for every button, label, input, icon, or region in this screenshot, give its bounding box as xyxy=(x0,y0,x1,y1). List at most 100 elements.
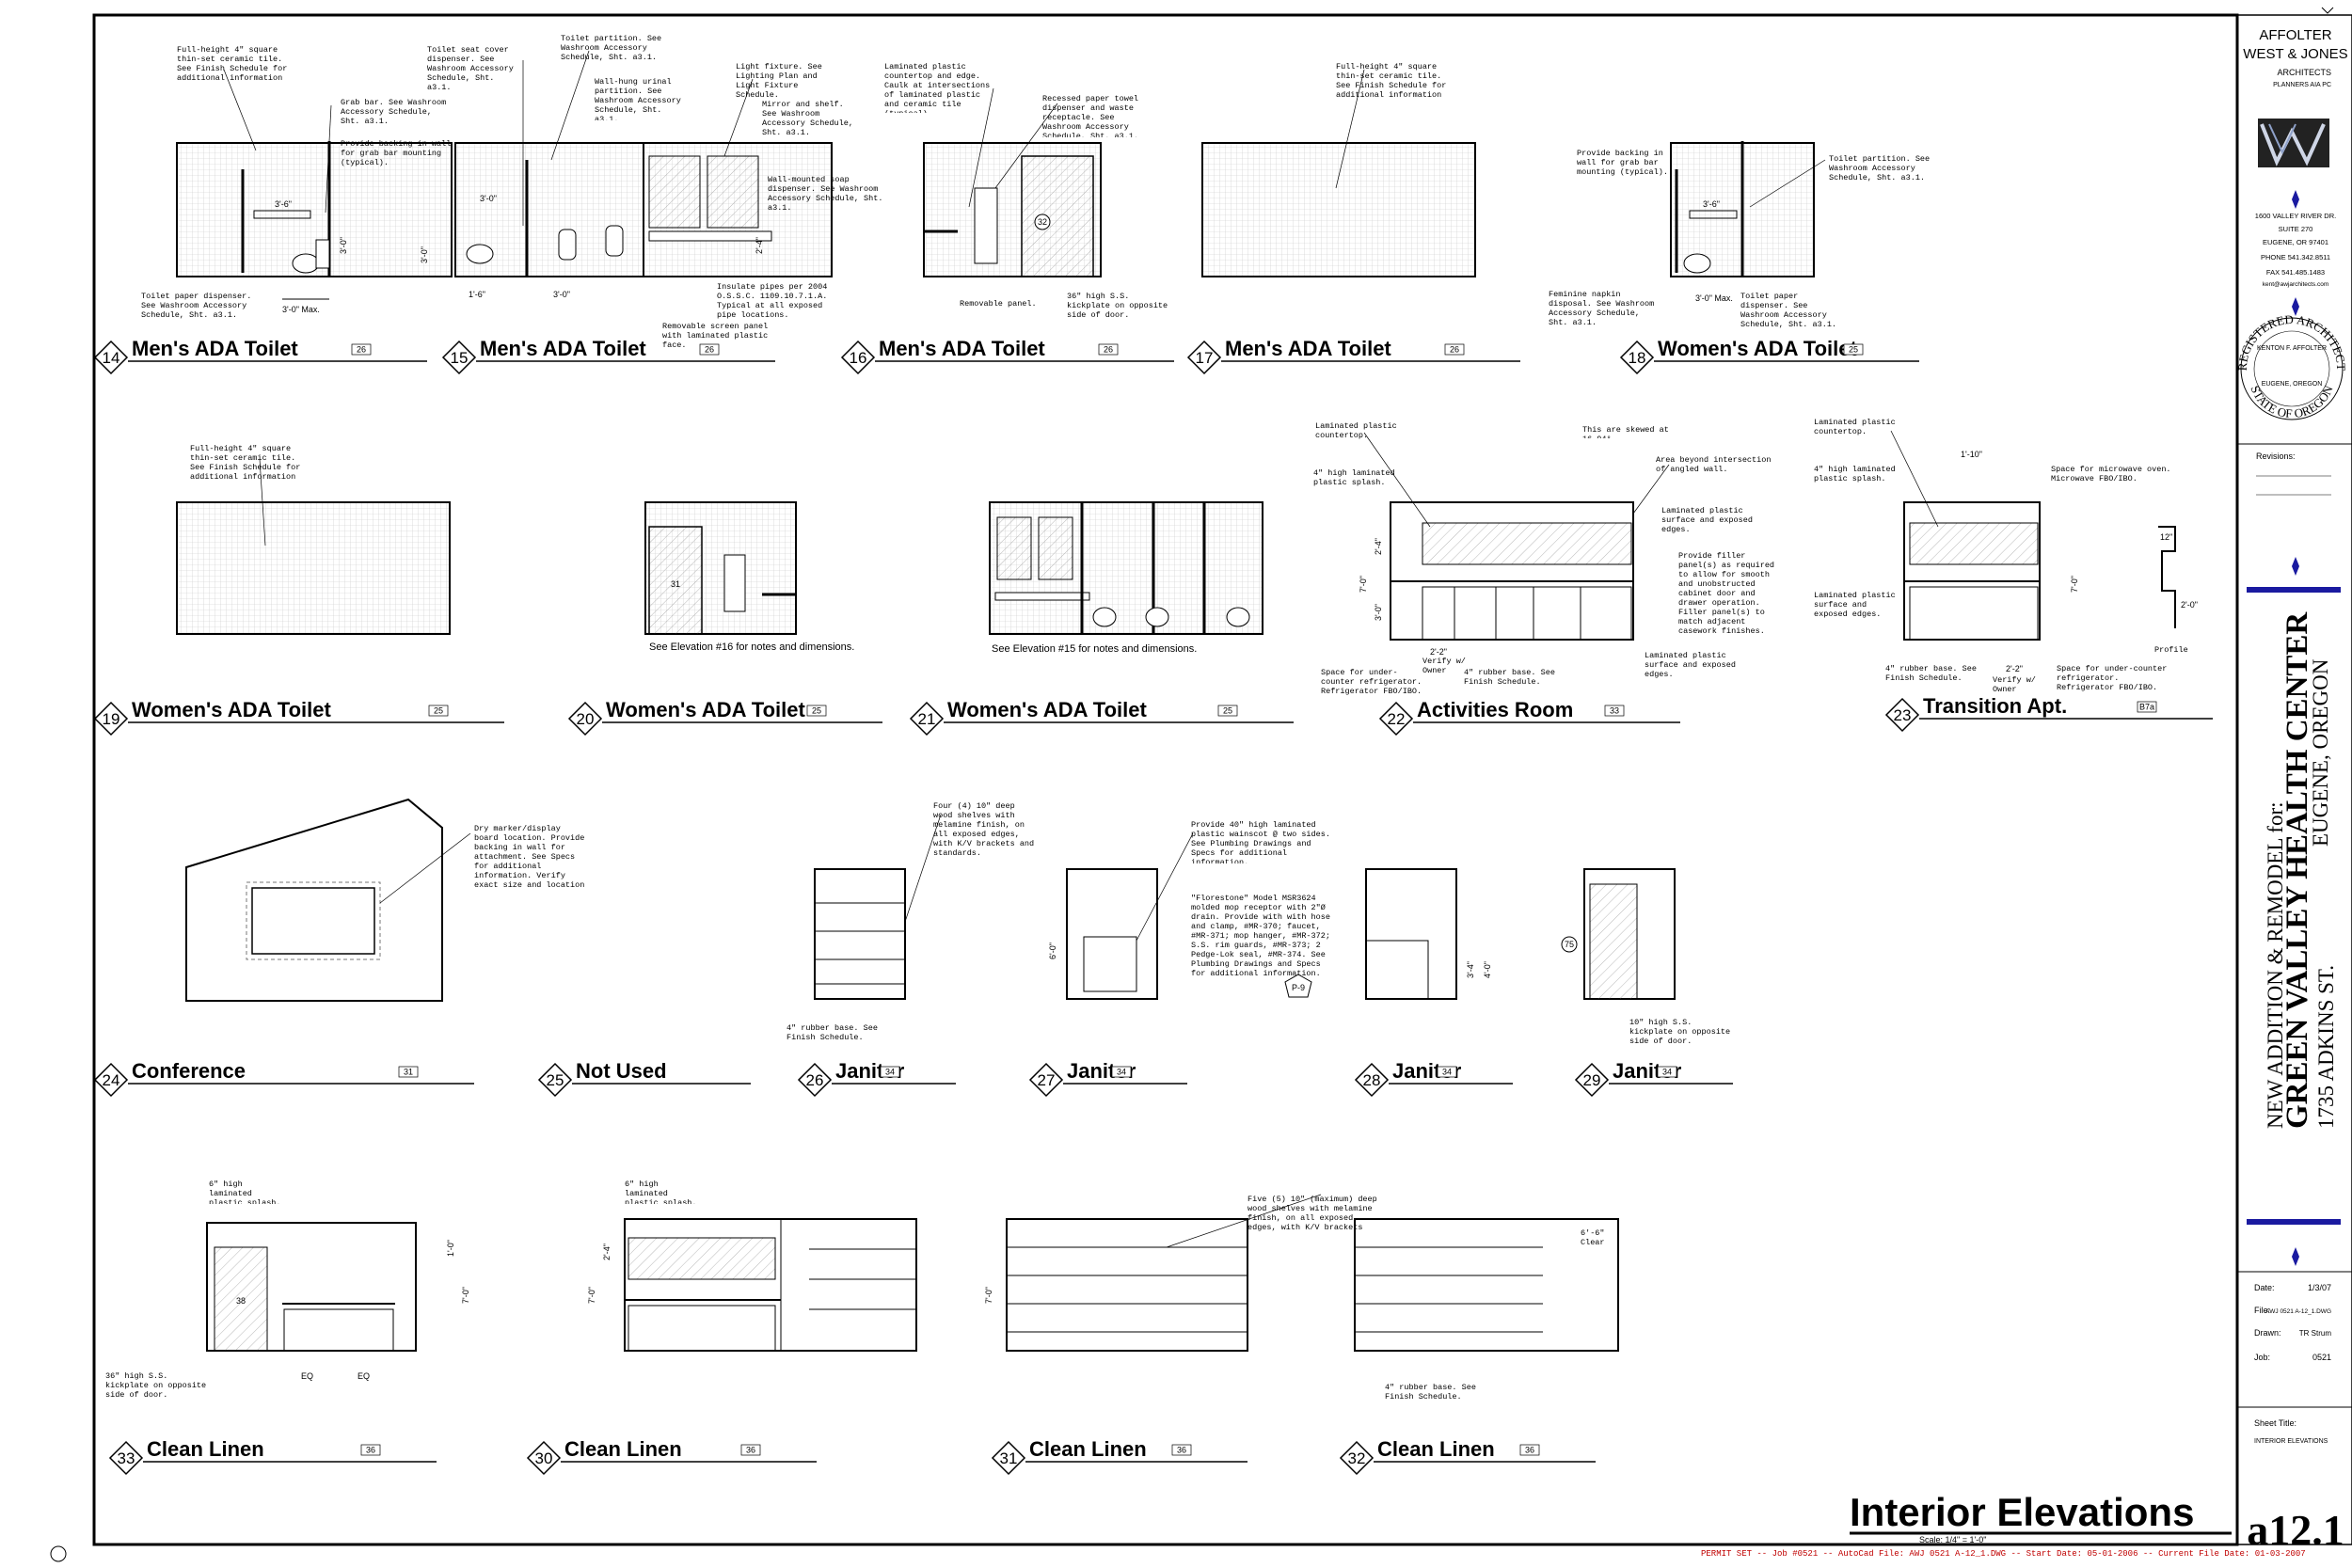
dim-e14-c: 3'-0" Max. xyxy=(282,305,320,314)
door-tag-e20: 31 xyxy=(671,579,680,589)
note-e22-skewed: This are skewed at 16.94°. xyxy=(1582,425,1669,438)
dim-e15-a: 3'-0" xyxy=(480,194,497,203)
note-e15-soap: Wall-mounted soap dispenser. See Washroo… xyxy=(768,175,883,213)
reference-box xyxy=(1098,343,1119,356)
note-e23-profile: Profile xyxy=(2154,645,2188,655)
elevation-number: 30 xyxy=(535,1449,553,1467)
dim-e23-e: 2'-2" xyxy=(2006,664,2023,673)
door-tag-e33: 38 xyxy=(236,1296,246,1306)
dim-e14-a: 3'-6" xyxy=(275,199,292,209)
dim-e23-d: 12" xyxy=(2160,532,2172,542)
dim-e27-a: 6'-0" xyxy=(1048,942,1057,959)
reference-number: 34 xyxy=(1442,1068,1452,1077)
note-e18-partition: Toilet partition. See Washroom Accessory… xyxy=(1829,154,1931,182)
elevation-marker-icon xyxy=(93,340,129,375)
elevation-title: Conference xyxy=(132,1059,246,1083)
elevation-title: Clean Linen xyxy=(1029,1437,1147,1461)
elevation-marker-icon xyxy=(441,340,477,375)
elevation-marker-icon xyxy=(1339,1440,1375,1476)
note-e24-board: Dry marker/display board location. Provi… xyxy=(474,824,585,888)
note-e15-screen: Removable screen panel with laminated pl… xyxy=(662,322,769,350)
note-e15-seat: Toilet seat cover dispenser. See Washroo… xyxy=(427,45,514,92)
elevation-marker-icon xyxy=(1619,340,1655,375)
firm-logo xyxy=(2258,119,2329,167)
elevation-number: 31 xyxy=(1000,1449,1018,1467)
elevation-number: 23 xyxy=(1894,706,1912,724)
chevron-icon xyxy=(2321,7,2334,14)
elevation-marker-icon xyxy=(1884,697,1920,733)
reference-box xyxy=(1657,1066,1677,1078)
address-2: SUITE 270 xyxy=(2279,225,2313,233)
date-value: 1/3/07 xyxy=(2308,1283,2331,1292)
reference-box xyxy=(398,1066,419,1078)
elevation-number: 24 xyxy=(103,1071,120,1089)
elevation-marker-icon xyxy=(1028,1062,1064,1098)
elevation-marker-icon xyxy=(1378,701,1414,736)
dim-e22-b: 2'-4" xyxy=(1374,538,1383,555)
door-tag-e29: 75 xyxy=(1565,940,1574,949)
elevation-marker-icon xyxy=(108,1440,144,1476)
note-e18-paper: Toilet paper dispenser. See Washroom Acc… xyxy=(1740,292,1837,329)
reference-box xyxy=(806,705,827,717)
note-e15-urinal: Wall-hung urinal partition. See Washroom… xyxy=(595,77,681,120)
reference-number: 26 xyxy=(357,345,366,355)
note-e16-counter: Laminated plastic countertop and edge. C… xyxy=(884,62,991,113)
note-e27-wainscot: Provide 40" high laminated plastic wains… xyxy=(1191,820,1330,863)
reference-number: 36 xyxy=(746,1446,755,1455)
reference-box xyxy=(1111,1066,1132,1078)
diamond-icon xyxy=(2292,190,2299,209)
note-e18-backing: Provide backing in wall for grab bar mou… xyxy=(1577,149,1668,177)
elevation-number: 28 xyxy=(1363,1071,1381,1089)
note-e14-backing: Provide backing in wall for grab bar mou… xyxy=(341,139,452,167)
elevation-number: 18 xyxy=(1629,349,1646,367)
elevation-21-drawing xyxy=(989,501,1263,635)
elevation-title: Clean Linen xyxy=(147,1437,264,1461)
note-e32-base: 4" rubber base. See Finish Schedule. xyxy=(1385,1383,1476,1402)
diamond-icon xyxy=(2292,557,2299,576)
reference-number: 34 xyxy=(885,1068,895,1077)
note-e19-tile: Full-height 4" square thin-set ceramic t… xyxy=(190,444,301,482)
elevation-title: Activities Room xyxy=(1417,698,1573,721)
drawn-value: TR Strum xyxy=(2299,1329,2332,1338)
reference-number: B7a xyxy=(2139,703,2154,712)
note-e30-splash: 6" high laminated plastic splash. xyxy=(625,1180,697,1204)
p9-tag: P-9 xyxy=(1292,983,1305,992)
elevation-15-drawing xyxy=(454,142,833,277)
note-e29-kick: 10" high S.S. kickplate on opposite side… xyxy=(1629,1018,1731,1046)
revisions-label: Revisions: xyxy=(2256,451,2296,461)
elevation-31-drawing xyxy=(1006,1218,1248,1352)
dim-e23-a: 1'-10" xyxy=(1961,450,1982,459)
address-3: EUGENE, OR 97401 xyxy=(2263,238,2328,246)
elevation-title: Men's ADA Toilet xyxy=(480,337,646,360)
reference-number: 25 xyxy=(434,706,443,716)
elevation-number: 20 xyxy=(577,710,595,728)
project-line-3: EUGENE, OREGON xyxy=(2309,658,2332,847)
note-e23-base: 4" rubber base. See Finish Schedule. xyxy=(1885,664,1977,683)
elevation-number: 32 xyxy=(1348,1449,1366,1467)
note-e26-shelves: Four (4) 10" deep wood shelves with mela… xyxy=(933,801,1035,858)
elevation-30-drawing xyxy=(624,1218,917,1352)
dim-e30-b: 2'-4" xyxy=(602,1243,612,1260)
project-line-1: NEW ADDITION & REMODEL for: xyxy=(2264,801,2287,1129)
note-e32-clear: 6'-6" Clear xyxy=(1581,1228,1605,1247)
elevation-20-drawing: 31 xyxy=(644,501,797,635)
note-e22-verify: Verify w/ Owner xyxy=(1422,657,1466,675)
note-e14-grab: Grab bar. See Washroom Accessory Schedul… xyxy=(341,98,447,126)
elevation-16-drawing: 32 xyxy=(923,142,1102,277)
elevation-marker-icon xyxy=(909,701,945,736)
elevation-title: Transition Apt. xyxy=(1923,694,2067,718)
reference-number: 36 xyxy=(1525,1446,1534,1455)
reference-number: 34 xyxy=(1117,1068,1126,1077)
reference-number: 34 xyxy=(1662,1068,1672,1077)
phone: PHONE 541.342.8511 xyxy=(2261,253,2330,261)
sheet-title-label: Sheet Title: xyxy=(2254,1418,2296,1428)
reference-number: 26 xyxy=(705,345,714,355)
reference-box xyxy=(428,705,449,717)
diamond-icon xyxy=(2292,1247,2299,1266)
